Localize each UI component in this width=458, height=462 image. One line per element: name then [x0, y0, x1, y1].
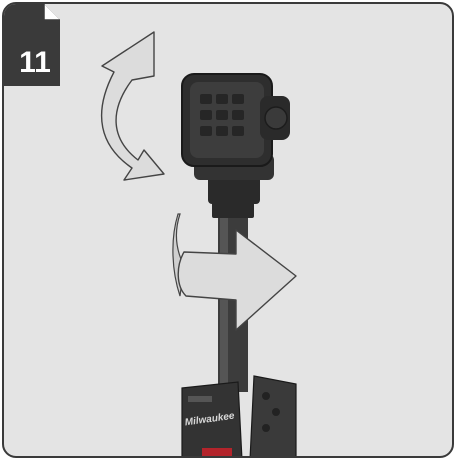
work-light-head [182, 74, 290, 204]
illustration: Milwaukee [4, 4, 454, 458]
curved-tilt-arrow-icon [102, 32, 164, 180]
instruction-panel: 11 [2, 2, 454, 458]
